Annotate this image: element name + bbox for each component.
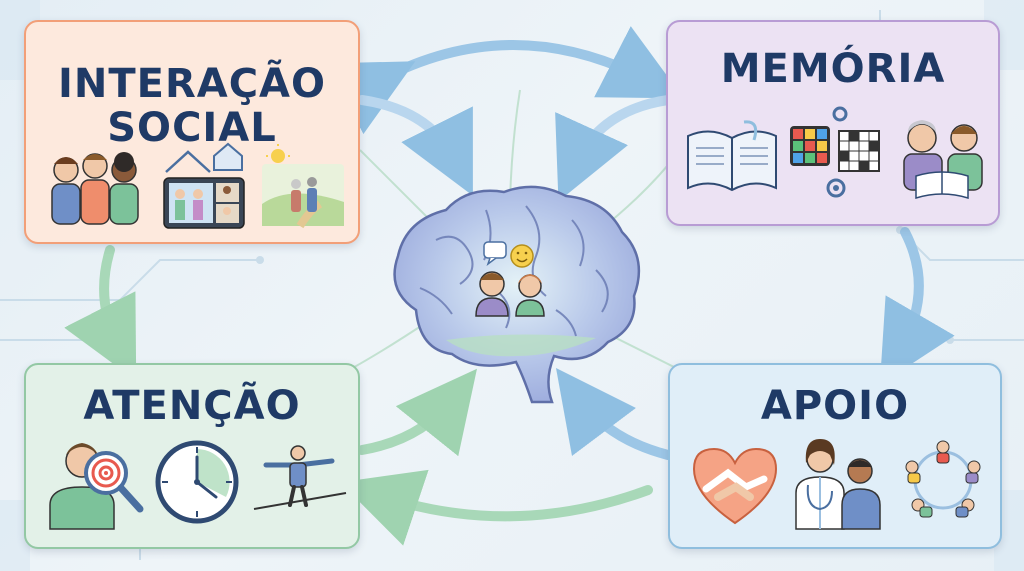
title-line-1: INTERAÇÃO: [57, 61, 327, 107]
doctor-patient-icon: [795, 439, 881, 530]
family-group-icon: [51, 152, 139, 225]
card-interacao-social: INTERAÇÃO SOCIAL: [24, 20, 360, 244]
card-title-memoria: MEMÓRIA: [720, 46, 946, 92]
card-memoria: MEMÓRIA: [666, 20, 1000, 226]
title-line-2: SOCIAL: [107, 105, 277, 151]
reading-with-elder-icon: [903, 120, 983, 200]
card-apoio: APOIO: [668, 363, 1002, 549]
puzzle-cube-icon: [790, 126, 830, 166]
focus-magnifier-icon: [49, 443, 144, 530]
clock-icon: [155, 440, 239, 524]
card-title-apoio: APOIO: [760, 383, 910, 429]
gears-icon: [826, 106, 848, 198]
video-call-home-icon: [163, 142, 245, 229]
card-title-atencao: ATENÇÃO: [83, 383, 301, 429]
couple-walking-icon: [262, 144, 344, 229]
card-atencao: ATENÇÃO: [24, 363, 360, 549]
balance-walker-icon: [253, 445, 347, 510]
open-book-icon: [687, 120, 777, 192]
handshake-heart-icon: [692, 447, 778, 525]
community-circle-icon: [905, 440, 981, 518]
brain-with-conversation-icon: [393, 185, 641, 404]
crossword-icon: [838, 130, 880, 172]
card-title-interacao-social: INTERAÇÃO SOCIAL: [26, 62, 358, 150]
